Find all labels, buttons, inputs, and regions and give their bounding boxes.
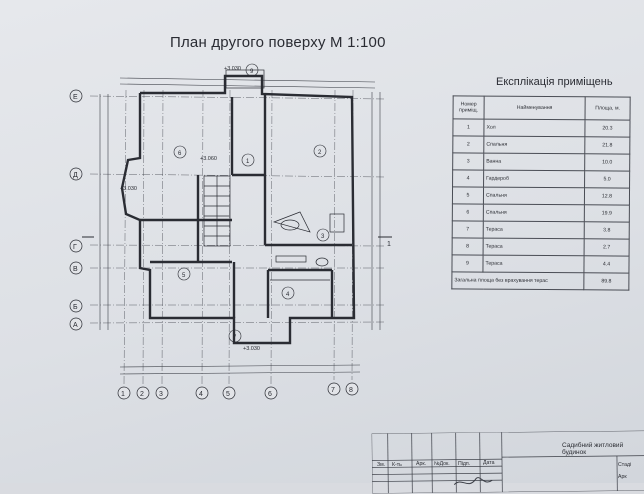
axis-row-b: Б: [73, 304, 78, 311]
explication-cell-area: 5.0: [585, 171, 630, 188]
axis-col-3: 3: [159, 391, 163, 398]
axis-col-8: 8: [349, 387, 353, 394]
explication-cell-area: 20.3: [585, 120, 630, 137]
axis-row-g: Г: [73, 244, 77, 251]
explication-cell-number: 4: [453, 170, 484, 187]
stamp-label-date: Дата: [483, 460, 495, 466]
explication-cell-area: 3.8: [584, 222, 629, 239]
stamp-side-stage: Стаді: [618, 462, 631, 468]
room-number-3: 3: [321, 234, 325, 240]
explication-cell-area: 12.8: [584, 188, 629, 205]
axis-row-a: А: [73, 322, 78, 329]
level-mark-hall: +3.060: [200, 156, 217, 162]
axis-col-5: 5: [226, 391, 230, 398]
level-mark-left: +3.030: [120, 186, 137, 192]
explication-cell-number: 1: [453, 119, 484, 136]
stamp-side-sheet: Арк: [618, 474, 627, 480]
explication-cell-area: 21.8: [585, 137, 630, 154]
axis-col-2: 2: [140, 391, 144, 398]
explication-cell-number: 2: [453, 136, 484, 153]
stamp-label-doc: №Док.: [434, 461, 450, 467]
room-number-1: 1: [246, 159, 250, 165]
axis-row-d: Д: [73, 172, 78, 179]
drawing-sheet: План другого поверху М 1:100: [0, 0, 644, 483]
stamp-label-kt: К-ть: [392, 462, 402, 468]
header-name: Найменування: [484, 96, 585, 120]
header-area: Площа, м.: [585, 97, 630, 120]
explication-cell-number: 8: [452, 238, 483, 255]
explication-cell-area: 2.7: [584, 239, 629, 256]
room-number-5: 5: [182, 273, 186, 279]
room-number-4: 4: [286, 292, 290, 298]
explication-cell-area: 4.4: [584, 256, 629, 273]
level-mark-bottom: +3.030: [243, 346, 260, 352]
explication-cell-area: 19.9: [584, 205, 629, 222]
axis-row-e: Е: [73, 94, 78, 101]
room-number-2: 2: [318, 150, 322, 156]
axis-col-1: 1: [121, 391, 125, 398]
explication-cell-name: Тераса: [483, 238, 584, 256]
explication-cell-name: Спальня: [483, 187, 584, 205]
stamp-label-zm: Зм.: [377, 462, 385, 468]
explication-cell-number: 9: [452, 255, 483, 272]
project-name: Садибний житловий будинок: [562, 442, 644, 456]
explication-cell-name: Спальня: [483, 204, 584, 222]
axis-col-4: 4: [199, 391, 203, 398]
axis-col-6: 6: [268, 391, 272, 398]
stamp-label-ark: Арк.: [416, 461, 426, 467]
total-label: Загальна площа без врахування терас: [452, 272, 584, 290]
header-number: Номер примiщ.: [453, 96, 484, 119]
explication-title: Експлікація приміщень: [496, 76, 613, 88]
room-number-6: 6: [178, 151, 182, 157]
explication-cell-number: 5: [452, 187, 483, 204]
title-block: [372, 430, 644, 493]
explication-cell-number: 3: [453, 153, 484, 170]
explication-cell-name: Тераса: [483, 255, 584, 273]
explication-cell-name: Хол: [484, 119, 585, 137]
explication-cell-name: Спальня: [484, 136, 585, 154]
explication-cell-area: 10.0: [585, 154, 630, 171]
axis-row-v: В: [73, 266, 78, 273]
stamp-label-sign: Підп.: [458, 461, 470, 467]
explication-cell-number: 7: [452, 221, 483, 238]
section-mark-right: 1: [387, 241, 391, 248]
room-number-7: 7: [233, 335, 237, 341]
explication-cell-number: 6: [452, 204, 483, 221]
total-value: 89.8: [584, 273, 629, 290]
axis-col-7: 7: [331, 387, 335, 394]
explication-cell-name: Гардероб: [484, 170, 585, 188]
explication-cell-name: Ванна: [484, 153, 585, 171]
level-mark-top: +3.030: [224, 66, 241, 72]
explication-cell-name: Тераса: [483, 221, 584, 239]
